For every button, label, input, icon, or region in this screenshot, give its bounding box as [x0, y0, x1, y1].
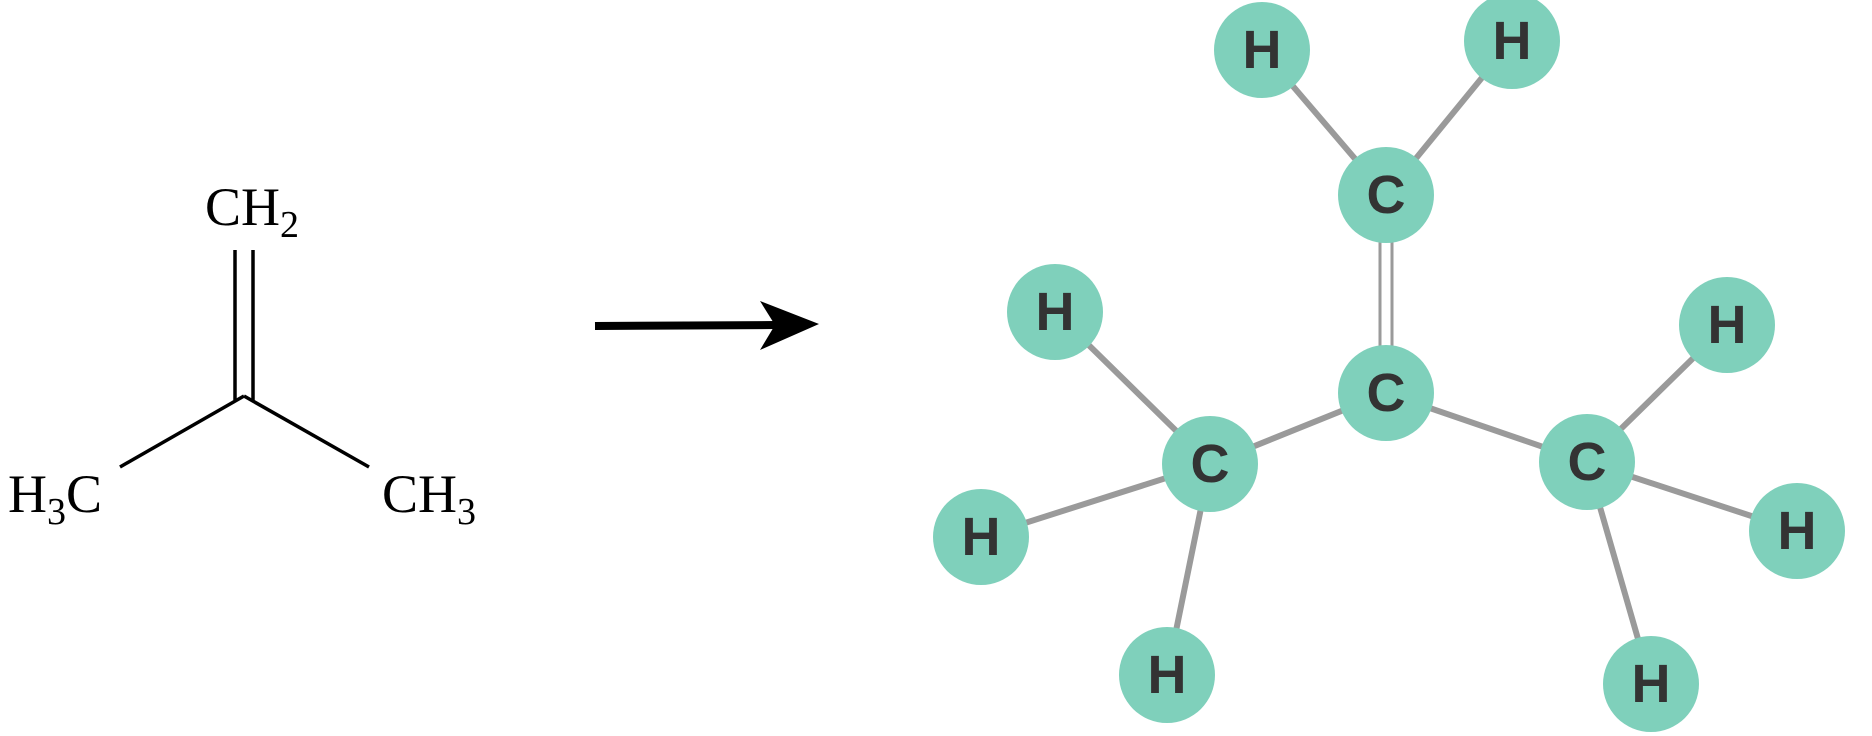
- skeletal-bonds: [119, 250, 370, 469]
- svg-text:H: H: [962, 507, 1001, 567]
- svg-text:C: C: [1367, 165, 1406, 225]
- atom-c-top: C: [1338, 147, 1434, 243]
- svg-text:C: C: [1191, 434, 1230, 494]
- transformation-arrow: [594, 301, 819, 350]
- top-group-label: CH2: [205, 177, 299, 246]
- structural-formula: CH2 H3C CH3: [8, 177, 476, 533]
- svg-text:H: H: [1243, 20, 1282, 80]
- svg-text:C: C: [1568, 432, 1607, 492]
- atom-h-top-left: H: [1214, 2, 1310, 98]
- right-group-label: CH3: [382, 464, 476, 533]
- atom-h-left-upper: H: [1007, 264, 1103, 360]
- svg-text:H: H: [1148, 645, 1187, 705]
- svg-text:H: H: [1632, 654, 1671, 714]
- atom-h-right-upper: H: [1679, 277, 1775, 373]
- svg-text:C: C: [1367, 363, 1406, 423]
- arrow-head: [760, 301, 819, 350]
- atom-h-left-middle: H: [933, 489, 1029, 585]
- right-bond: [243, 394, 370, 469]
- left-group-label: H3C: [8, 464, 102, 533]
- atom-c-left: C: [1162, 416, 1258, 512]
- svg-text:H: H: [1493, 11, 1532, 71]
- atoms: C C C C H H H: [933, 0, 1845, 732]
- atom-h-left-bottom: H: [1119, 627, 1215, 723]
- ball-and-stick-model: C C C C H H H: [933, 0, 1845, 732]
- arrow-shaft: [594, 321, 776, 330]
- svg-text:H: H: [1778, 501, 1817, 561]
- atom-c-center: C: [1338, 345, 1434, 441]
- atom-h-right-bottom: H: [1603, 636, 1699, 732]
- atom-c-right: C: [1539, 414, 1635, 510]
- svg-text:H: H: [1036, 282, 1075, 342]
- atom-h-right-middle: H: [1749, 483, 1845, 579]
- atom-h-top-right: H: [1464, 0, 1560, 89]
- svg-text:H: H: [1708, 295, 1747, 355]
- left-bond: [119, 394, 245, 469]
